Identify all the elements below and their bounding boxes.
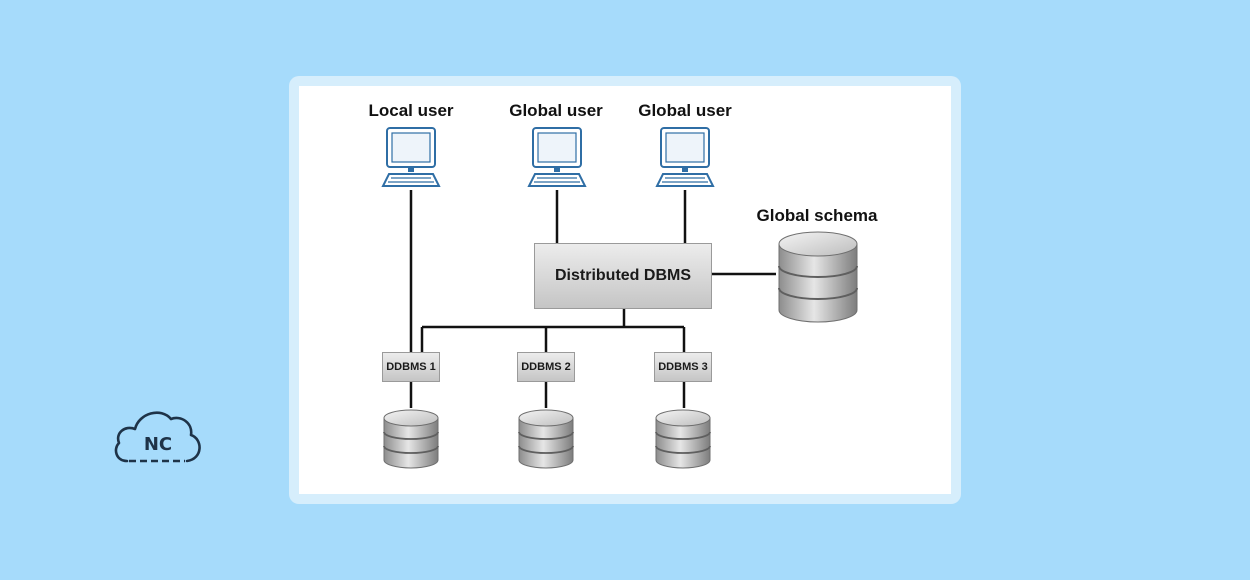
distributed-dbms-box: Distributed DBMS bbox=[534, 243, 712, 309]
ddbms-node-box: DDBMS 3 bbox=[654, 352, 712, 382]
computer-icon bbox=[381, 127, 441, 187]
database-icon bbox=[383, 409, 439, 469]
user-label: Global user bbox=[509, 101, 603, 120]
ddbms-node-box: DDBMS 1 bbox=[382, 352, 440, 382]
ddbms-node-box: DDBMS 2 bbox=[517, 352, 575, 382]
computer-icon bbox=[655, 127, 715, 187]
database-icon bbox=[518, 409, 574, 469]
computer-icon bbox=[527, 127, 587, 187]
connector-lines bbox=[409, 190, 776, 408]
database-icon bbox=[655, 409, 711, 469]
user-label: Global user bbox=[638, 101, 732, 120]
user-label: Local user bbox=[368, 101, 454, 120]
cloud-logo-icon: NC bbox=[113, 405, 205, 472]
global-schema-label: Global schema bbox=[756, 206, 878, 225]
global-schema-database-icon bbox=[778, 231, 858, 323]
logo-text: NC bbox=[144, 434, 172, 455]
